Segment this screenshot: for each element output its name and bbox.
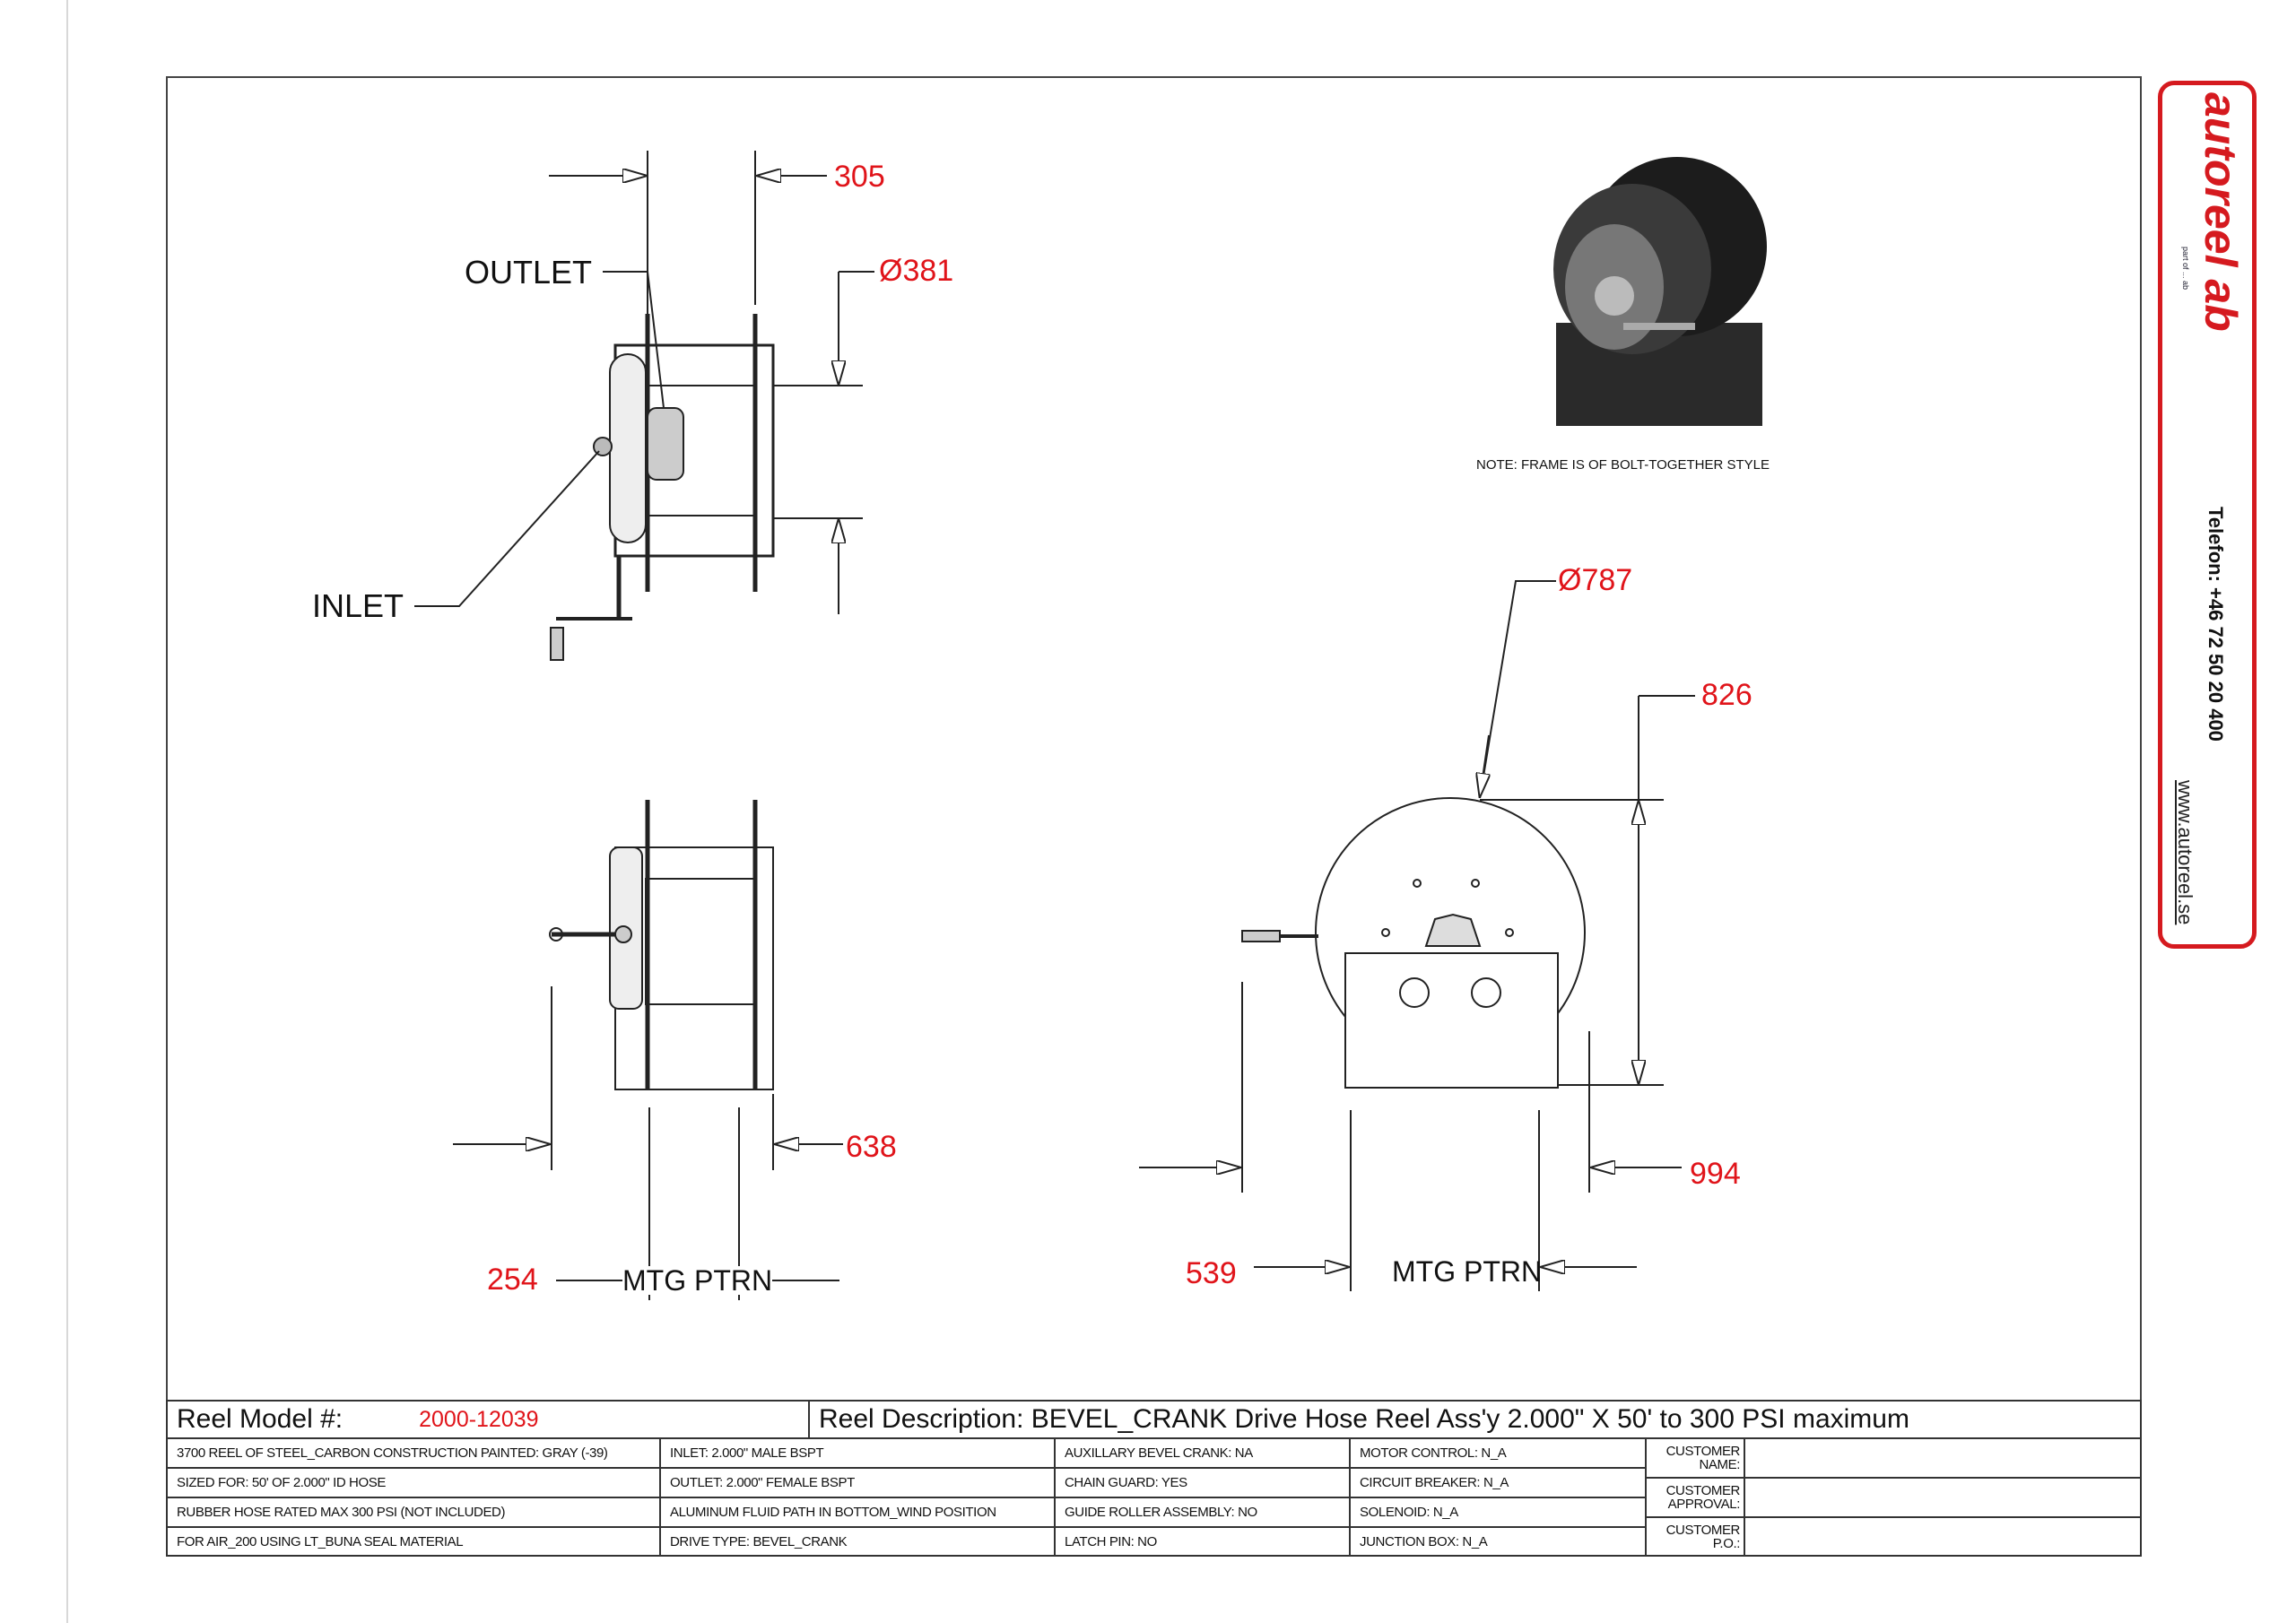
reel-model-value: 2000-12039 (419, 1406, 539, 1432)
customer-name-field[interactable] (1745, 1439, 2142, 1479)
spec-cell: MOTOR CONTROL: N_A (1351, 1439, 1647, 1469)
dimension-638: 638 (846, 1130, 897, 1164)
front-view (453, 800, 843, 1300)
spec-cell: OUTLET: 2.000" FEMALE BSPT (661, 1469, 1056, 1498)
label-line: APPROVAL: (1667, 1497, 1741, 1512)
spec-cell: CHAIN GUARD: YES (1056, 1469, 1351, 1498)
label-line: CUSTOMER (1665, 1483, 1741, 1498)
spec-cell: JUNCTION BOX: N_A (1351, 1528, 1647, 1557)
label-line: P.O.: (1712, 1535, 1741, 1551)
title-block: Reel Model #: 2000-12039 Reel Descriptio… (166, 1400, 2142, 1557)
label-line: NAME: (1699, 1457, 1740, 1472)
end-view (1139, 580, 1695, 1291)
spec-cell: CIRCUIT BREAKER: N_A (1351, 1469, 1647, 1498)
spec-cell: SOLENOID: N_A (1351, 1498, 1647, 1528)
dimension-dia-381: Ø381 (879, 254, 954, 288)
frame-note: NOTE: FRAME IS OF BOLT-TOGETHER STYLE (1476, 457, 1770, 473)
reel-3d-render (1553, 157, 1767, 426)
spec-cell: ALUMINUM FLUID PATH IN BOTTOM_WIND POSIT… (661, 1498, 1056, 1528)
label-line: CUSTOMER (1665, 1522, 1741, 1538)
dimension-dia-787: Ø787 (1558, 563, 1633, 597)
dimension-539: 539 (1186, 1256, 1237, 1290)
side-view-top (414, 151, 874, 661)
inlet-label: INLET (312, 587, 404, 624)
customer-approval-field[interactable] (1745, 1479, 2142, 1518)
mtg-ptrn-right-label: MTG PTRN (1392, 1255, 1543, 1288)
phone-number: Telefon: +46 72 50 20 400 (2205, 507, 2227, 742)
spec-cell: DRIVE TYPE: BEVEL_CRANK (661, 1528, 1056, 1557)
website-link[interactable]: www.autoreel.se (2174, 780, 2196, 925)
spec-cell: 3700 REEL OF STEEL_CARBON CONSTRUCTION P… (166, 1439, 661, 1469)
autoreel-logo-panel: autoreel ab part of ... ab Telefon: +46 … (2158, 81, 2257, 949)
spec-cell: LATCH PIN: NO (1056, 1528, 1351, 1557)
dimension-826: 826 (1701, 678, 1752, 712)
reel-model-cell: Reel Model #: 2000-12039 (166, 1400, 810, 1439)
customer-po-field[interactable] (1745, 1518, 2142, 1557)
dimension-305: 305 (834, 160, 885, 194)
dimension-994: 994 (1690, 1157, 1741, 1191)
spec-cell: RUBBER HOSE RATED MAX 300 PSI (NOT INCLU… (166, 1498, 661, 1528)
spec-cell: GUIDE ROLLER ASSEMBLY: NO (1056, 1498, 1351, 1528)
page-gutter-line (66, 0, 68, 1623)
label-line: CUSTOMER (1665, 1444, 1741, 1459)
spec-cell: AUXILLARY BEVEL CRANK: NA (1056, 1439, 1351, 1469)
brand-tagline: part of ... ab (2181, 247, 2190, 291)
mtg-ptrn-left-label: MTG PTRN (622, 1264, 773, 1297)
brand-logo: autoreel ab (2196, 92, 2246, 332)
spec-cell: INLET: 2.000" MALE BSPT (661, 1439, 1056, 1469)
dimension-254: 254 (487, 1263, 538, 1297)
spec-cell: SIZED FOR: 50' OF 2.000" ID HOSE (166, 1469, 661, 1498)
spec-cell: FOR AIR_200 USING LT_BUNA SEAL MATERIAL (166, 1528, 661, 1557)
reel-description: Reel Description: BEVEL_CRANK Drive Hose… (810, 1400, 2142, 1439)
reel-model-label: Reel Model #: (177, 1404, 344, 1434)
outlet-label: OUTLET (465, 254, 593, 291)
